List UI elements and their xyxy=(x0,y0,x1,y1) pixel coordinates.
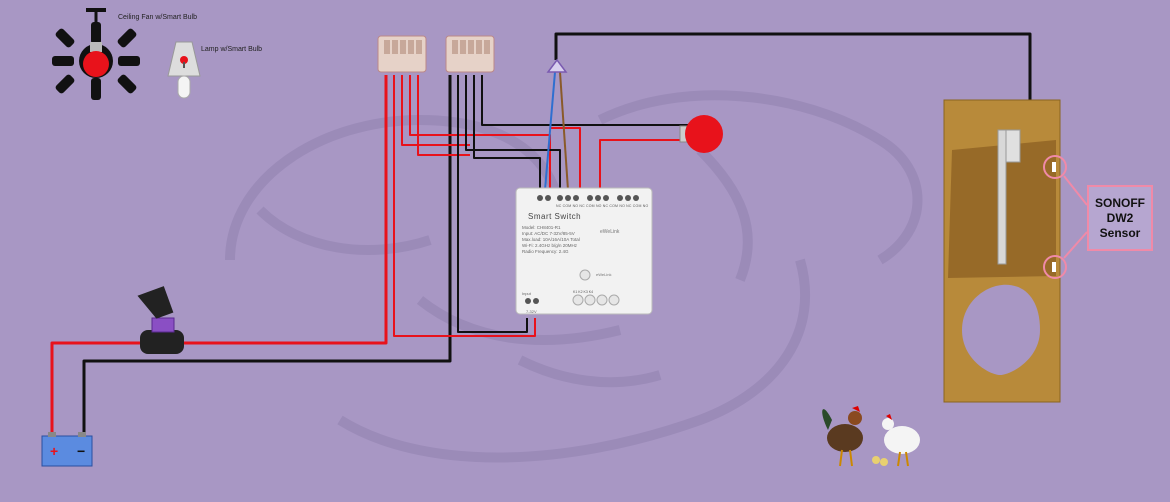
switch-key-labels: K1 K2 K3 K4 xyxy=(573,290,594,294)
sensor-label-line2: DW2 xyxy=(1106,210,1134,225)
switch-dc-label: Input xyxy=(522,291,531,296)
sonoff-sensor-label: SONOFF DW2 Sensor xyxy=(1087,185,1153,251)
battery-negative-label: − xyxy=(77,443,85,459)
smart-switch xyxy=(515,187,653,315)
lamp-label: Lamp w/Smart Bulb xyxy=(201,46,263,53)
battery-icon xyxy=(41,432,93,467)
switch-app-label: eWeLink xyxy=(596,272,612,277)
wires xyxy=(50,32,1032,434)
inline-fuse-holder-icon xyxy=(137,286,184,354)
switch-wifi: Wi-Fi: 2.4GHz b/g/n 20MHz xyxy=(522,243,578,248)
switch-title: Smart Switch xyxy=(528,212,582,221)
sensor-highlight xyxy=(1043,155,1088,279)
switch-input: Input: AC/DC 7-32V/85-5V xyxy=(522,231,575,236)
switch-model: Model: CH8401-R1 xyxy=(522,225,561,230)
ceiling-fan-label: Ceiling Fan w/Smart Bulb xyxy=(118,14,197,21)
switch-max-load: Max.load: 10A/16A/10A Total xyxy=(522,237,580,242)
chickens-illustration xyxy=(822,406,920,467)
switch-radio: Radio Frequency: 2.4G xyxy=(522,249,569,254)
ceiling-fan-icon xyxy=(52,8,140,100)
lamp-icon xyxy=(167,41,201,99)
switch-brand: eWeLink xyxy=(600,229,620,235)
coop-door xyxy=(943,99,1061,403)
light-bulb-icon xyxy=(679,115,723,153)
sensor-label-line1: SONOFF xyxy=(1095,195,1145,210)
switch-port-labels: NC COM NO NC COM NO NC COM NO NC COM NO xyxy=(556,204,649,208)
sensor-label-line3: Sensor xyxy=(1099,225,1141,240)
switch-voltage-label: 7-32V xyxy=(526,309,537,314)
lever-wire-connector-icon xyxy=(377,35,495,73)
battery-positive-label: + xyxy=(50,443,58,459)
ceiling-junction-icon xyxy=(546,58,568,73)
